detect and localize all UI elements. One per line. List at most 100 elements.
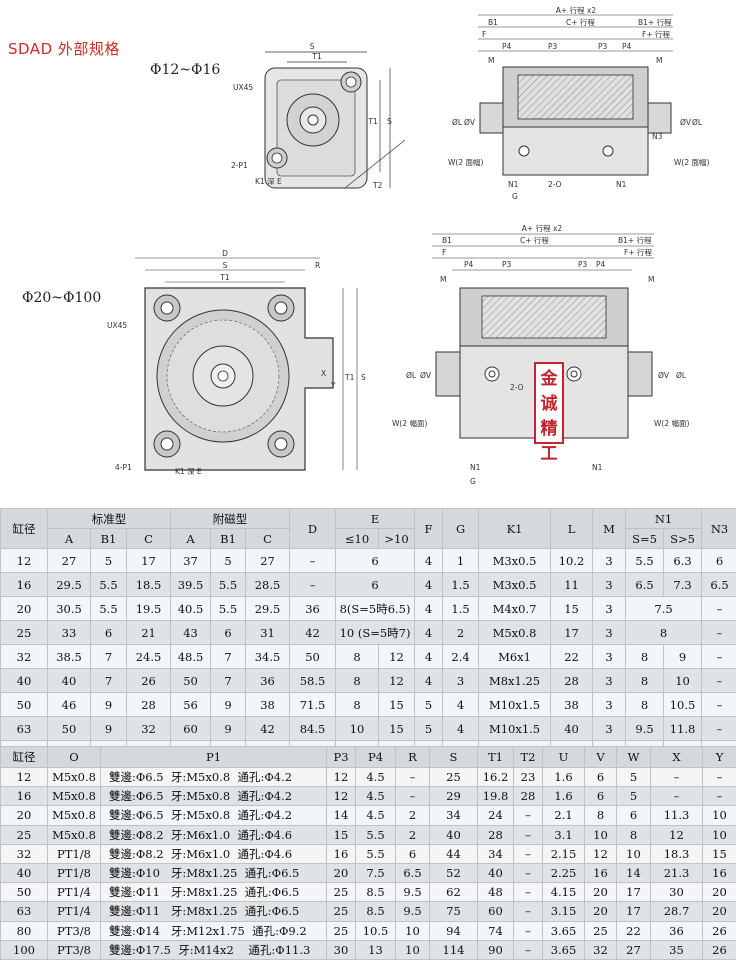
table-cell: 雙邊:Φ14 牙:M12x1.75 通孔:Φ9.2 — [100, 920, 327, 941]
drawing-label: B1 — [442, 236, 452, 245]
table-cell: 9 — [210, 716, 247, 741]
col-header: X — [650, 746, 703, 768]
table-cell: 2 — [395, 805, 430, 826]
table-cell: 20 — [584, 882, 617, 903]
table-cell: – — [701, 716, 736, 741]
table-cell: M5x0.8 — [47, 824, 101, 845]
table-cell: – — [701, 644, 736, 669]
table-cell: 100 — [0, 939, 48, 960]
col-header: 附磁型 — [170, 508, 291, 529]
table-cell: 8 — [616, 824, 651, 845]
col-header: T1 — [477, 746, 514, 768]
table-cell: 44 — [429, 843, 478, 864]
table-cell: 28.5 — [245, 572, 291, 597]
table-cell: 9 — [663, 644, 703, 669]
table-cell: 20 — [326, 862, 356, 884]
table-cell: 11.3 — [650, 805, 703, 826]
drawing-label: W(2 幅面) — [392, 418, 427, 428]
table-cell: 12 — [0, 548, 48, 573]
table-cell: 17 — [616, 901, 651, 922]
drawing-label: UX45 — [107, 321, 127, 330]
table-cell: 10 (S=5時7) — [335, 620, 416, 645]
table-cell: 74 — [477, 920, 514, 941]
col-header: T2 — [513, 746, 543, 768]
col-header: G — [442, 508, 480, 549]
drawing-label: T1 — [311, 52, 322, 61]
drawing-label: R — [315, 261, 320, 270]
table-cell: 20 — [584, 901, 617, 922]
table-cell: M5x0.8 — [47, 766, 101, 788]
table-cell: 4 — [442, 692, 480, 717]
drawing-small-side: A+ 行程 x2 B1 C+ 行程 B1+ 行程 F F+ 行程 P4 P3 P… — [448, 5, 709, 201]
table-cell: 37 — [170, 548, 212, 573]
table-cell: 5.5 — [210, 596, 247, 621]
drawing-label: B1+ 行程 — [638, 17, 672, 27]
table-cell: 雙邊:Φ17.5 牙:M14x2 通孔:Φ11.3 — [100, 939, 327, 960]
drawing-label: A+ 行程 x2 — [556, 5, 597, 15]
table-cell: 2 — [395, 824, 430, 845]
drawing-label: F+ 行程 — [624, 247, 652, 257]
table-cell: 14 — [326, 805, 356, 826]
table-cell: 5 — [210, 548, 247, 573]
table-cell: M10x1.5 — [478, 716, 552, 741]
table-cell: 63 — [0, 901, 48, 922]
drawing-large-front: D S R T1 UX45 X Y T1 S 4-P1 K1 深 E — [107, 249, 366, 476]
table-cell: 12 — [378, 668, 416, 693]
table-cell: – — [701, 596, 736, 621]
table-cell: 7 — [90, 644, 127, 669]
table-cell: PT3/8 — [47, 920, 101, 941]
table-cell: 22 — [616, 920, 651, 941]
table-cell: 9 — [90, 716, 127, 741]
table-cell: 5 — [90, 548, 127, 573]
drawing-label: 4-P1 — [115, 463, 132, 472]
table-cell: 5.5 — [625, 548, 665, 573]
table-cell: – — [513, 843, 543, 864]
table-cell: – — [702, 786, 736, 807]
table-cell: 10 — [584, 824, 617, 845]
table-cell: 6 — [335, 548, 416, 573]
table-cell: – — [650, 766, 703, 788]
sub-header: B1 — [210, 528, 247, 549]
table-cell: 50 — [170, 668, 212, 693]
table-cell: 39.5 — [170, 572, 212, 597]
sub-header: C — [245, 528, 291, 549]
table-cell: 7 — [90, 668, 127, 693]
table-cell: 56 — [170, 692, 212, 717]
table-cell: 12 — [326, 786, 356, 807]
table-cell: – — [513, 939, 543, 960]
table-cell: 雙邊:Φ8.2 牙:M6x1.0 通孔:Φ4.6 — [100, 824, 327, 845]
drawing-label: UX45 — [233, 83, 253, 92]
table-cell: 2 — [442, 620, 480, 645]
table-cell: 8 — [335, 692, 380, 717]
drawing-label: T1 — [219, 273, 230, 282]
drawing-label: B1 — [488, 18, 498, 27]
table-cell: 34 — [477, 843, 514, 864]
table-cell: 94 — [429, 920, 478, 941]
table-cell: 6 — [395, 843, 430, 864]
table-cell: 20 — [702, 901, 736, 922]
drawing-label: ØV — [464, 118, 476, 127]
drawing-label: N1 — [470, 463, 481, 472]
table-cell: 5.5 — [210, 572, 247, 597]
table-cell: 9 — [210, 692, 247, 717]
table-cell: 6 — [616, 805, 651, 826]
table-cell: 60 — [477, 901, 514, 922]
table-cell: 5 — [616, 786, 651, 807]
table-cell: 3 — [592, 716, 627, 741]
table-cell: 14 — [616, 862, 651, 884]
table-cell: 雙邊:Φ8.2 牙:M6x1.0 通孔:Φ4.6 — [100, 843, 327, 864]
table-cell: 6 — [210, 620, 247, 645]
table-cell: 28 — [477, 824, 514, 845]
drawing-label: 2-O — [548, 180, 562, 189]
drawing-label: X — [321, 369, 326, 378]
table-cell: 4 — [414, 596, 444, 621]
drawing-label: 2-P1 — [231, 161, 248, 170]
table-cell: 15 — [550, 596, 594, 621]
table-cell: PT1/8 — [47, 862, 101, 884]
drawing-label: P3 — [598, 42, 608, 51]
drawing-label: N1 — [616, 180, 627, 189]
